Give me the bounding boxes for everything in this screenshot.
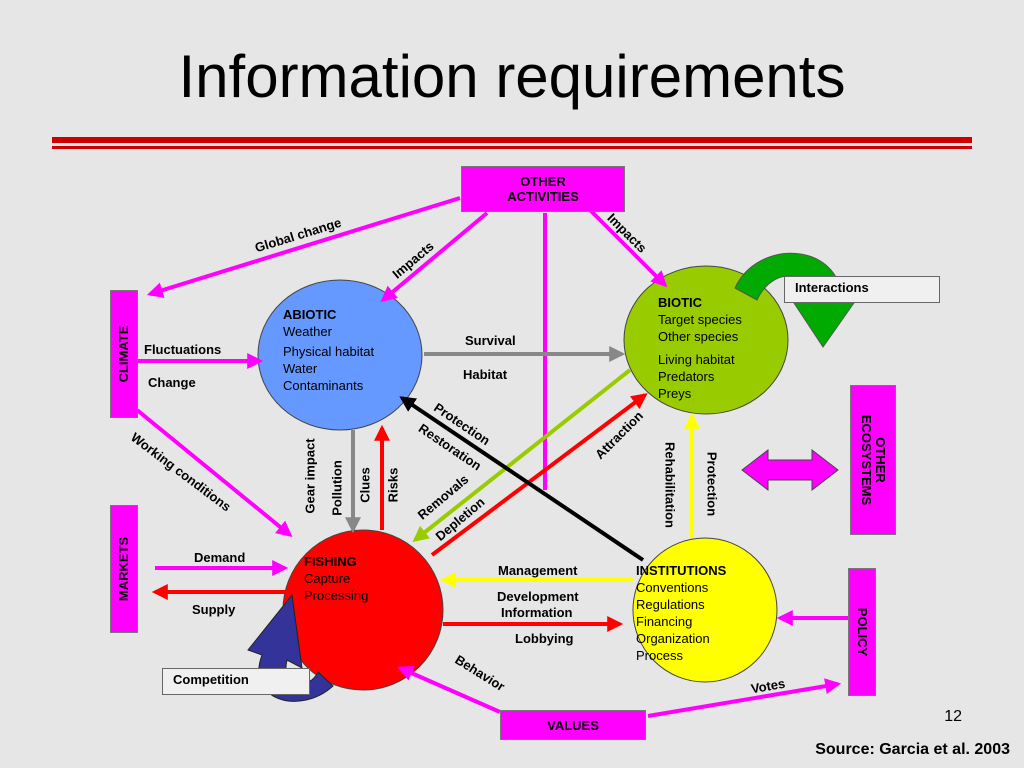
arrow-working-conditions [135, 408, 293, 538]
title-rule-top [52, 137, 972, 143]
biotic-line: Predators [658, 369, 715, 384]
slide-title: Information requirements [178, 43, 846, 110]
arrow-global-change [146, 196, 461, 298]
source-citation: Source: Garcia et al. 2003 [815, 741, 1010, 758]
policy-box: POLICY [848, 568, 876, 696]
arrow-votes [647, 678, 842, 718]
institutions-line: Process [636, 648, 683, 663]
biotic-line: Target species [658, 312, 742, 327]
label-demand: Demand [194, 550, 246, 565]
climate-label: CLIMATE [116, 325, 131, 383]
abiotic-title: ABIOTIC [283, 307, 337, 322]
climate-box: CLIMATE [110, 290, 138, 418]
arrow-removals-depletion [412, 368, 632, 542]
other-ecosystems-box: OTHER ECOSYSTEMS [850, 385, 896, 535]
competition-box: Competition [162, 668, 310, 695]
double-arrow-other-ecosystems [741, 448, 839, 492]
label-change: Change [148, 375, 196, 390]
other-ecosystems-label: OTHER ECOSYSTEMS [859, 414, 888, 506]
title-rule-bottom [52, 146, 972, 149]
abiotic-line: Water [283, 361, 318, 376]
label-survival: Survival [465, 333, 516, 348]
label-clues: Clues [357, 467, 373, 503]
label-protection-2: Protection [704, 451, 720, 517]
biotic-line: Living habitat [658, 352, 735, 367]
arrow-behavior [397, 665, 501, 714]
label-habitat: Habitat [463, 367, 508, 382]
biotic-node [623, 265, 789, 415]
interactions-box: Interactions [784, 276, 940, 303]
institutions-title: INSTITUTIONS [636, 563, 727, 578]
label-fluctuations: Fluctuations [144, 342, 222, 357]
label-development: Development [497, 589, 579, 604]
fishing-line: Processing [304, 588, 369, 603]
label-management: Management [498, 563, 578, 578]
label-supply: Supply [192, 602, 236, 617]
label-pollution: Pollution [329, 460, 345, 516]
values-box: VALUES [500, 710, 646, 740]
fishing-line: Capture [304, 571, 351, 586]
label-risks: Risks [385, 467, 401, 503]
abiotic-line: Contaminants [283, 378, 364, 393]
arrow-attraction [430, 393, 648, 557]
other-activities-box: OTHER ACTIVITIES [461, 166, 625, 212]
abiotic-text: ABIOTIC Weather Physical habitat Water C… [283, 306, 374, 394]
institutions-line: Financing [636, 614, 693, 629]
policy-label: POLICY [855, 607, 870, 657]
institutions-text: INSTITUTIONS Conventions Regulations Fin… [636, 562, 726, 664]
biotic-line: Other species [658, 329, 739, 344]
fishing-title: FISHING [304, 554, 357, 569]
biotic-line: Preys [658, 386, 692, 401]
page-number: 12 [944, 708, 962, 725]
label-lobbying: Lobbying [515, 631, 574, 646]
biotic-title: BIOTIC [658, 295, 703, 310]
arrow-protection-restoration [399, 396, 645, 562]
biotic-text: BIOTIC Target species Other species Livi… [658, 294, 742, 402]
label-information: Information [501, 605, 573, 620]
label-rehabilitation: Rehabilitation [662, 442, 678, 528]
institutions-line: Conventions [636, 580, 709, 595]
markets-box: MARKETS [110, 505, 138, 633]
markets-label: MARKETS [116, 536, 131, 602]
arrow-impacts-biotic [586, 206, 668, 288]
abiotic-line: Physical habitat [283, 344, 375, 359]
fishing-text: FISHING Capture Processing [304, 553, 368, 604]
abiotic-line: Weather [283, 324, 332, 339]
arrow-impacts-abiotic [380, 211, 489, 303]
institutions-line: Organization [636, 631, 710, 646]
label-gear-impact: Gear impact [302, 438, 318, 514]
institutions-line: Regulations [636, 597, 705, 612]
